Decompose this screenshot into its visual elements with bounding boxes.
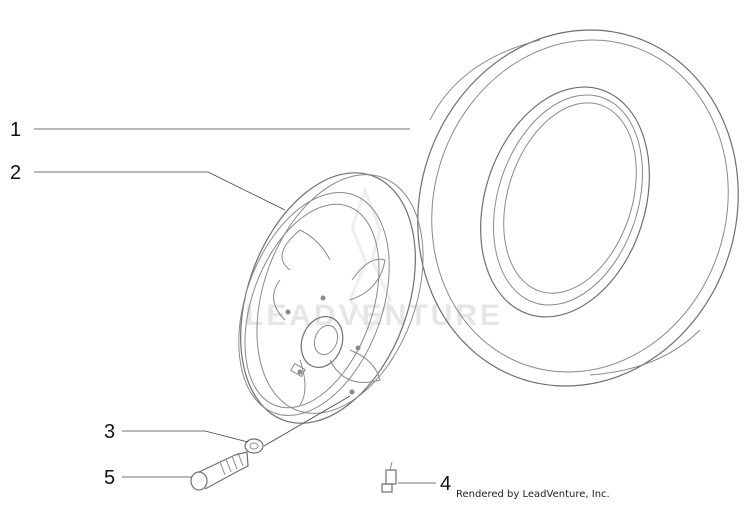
callout-1: 1 xyxy=(10,119,21,141)
leader-lines xyxy=(34,128,436,484)
bolt xyxy=(190,451,249,491)
callout-2: 2 xyxy=(10,162,21,184)
wheel-rim xyxy=(238,172,424,424)
valve-stem xyxy=(381,461,397,493)
callout-4: 4 xyxy=(440,473,451,495)
credit-text: Rendered by LeadVenture, Inc. xyxy=(456,489,610,500)
callout-3: 3 xyxy=(104,421,115,443)
tire xyxy=(417,29,739,387)
watermark-text: LEADVENTURE xyxy=(245,299,503,332)
washer xyxy=(244,438,264,454)
callout-5: 5 xyxy=(104,467,115,489)
